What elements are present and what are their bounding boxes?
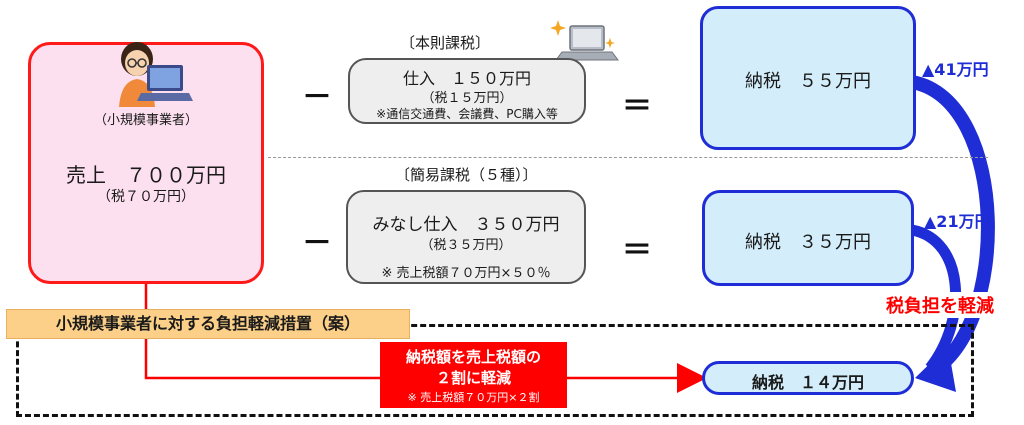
equals-sign-standard: ＝ <box>622 89 652 124</box>
section-divider <box>268 157 988 158</box>
seller-box: （小規模事業者） 売上 ７００万円 （税７０万円） <box>28 42 264 284</box>
reduction-simplified: ▲21万円 <box>924 212 991 231</box>
measure-box: 納税額を売上税額の ２割に軽減 ※ 売上税額７０万円×２割 <box>380 342 567 408</box>
simplified-result: 納税 ３５万円 <box>745 232 871 253</box>
seller-sales: 売上 ７００万円 <box>66 163 226 187</box>
measure-result-box: 納税 １４万円 <box>702 361 914 395</box>
standard-title: 〔本則課税〕 <box>400 34 491 52</box>
measure-box-line2: ２割に軽減 <box>435 369 511 387</box>
seller-role: （小規模事業者） <box>93 113 198 128</box>
simplified-note: ※ 売上税額７０万円×５０％ <box>381 266 551 281</box>
simplified-purchase-box: みなし仕入 ３５０万円 （税３５万円） ※ 売上税額７０万円×５０％ <box>346 190 586 284</box>
simplified-purchase-tax: （税３５万円） <box>420 238 512 253</box>
minus-sign-standard: － <box>302 80 332 115</box>
blue-arrow-small <box>910 224 962 372</box>
seller-sales-tax: （税７０万円） <box>97 189 195 205</box>
minus-sign-simplified: － <box>302 226 332 261</box>
blue-arrow-large <box>910 75 995 379</box>
burden-reduction-label: 税負担を軽減 <box>884 292 996 318</box>
standard-purchase-box: 仕入 １５０万円 （税１５万円） ※通信交通費、会議費、PC購入等 <box>348 58 586 124</box>
standard-result-box: 納税 ５５万円 <box>700 6 916 150</box>
blue-arrowhead <box>915 346 956 392</box>
measure-label-text: 小規模事業者に対する負担軽減措置（案） <box>55 314 360 333</box>
equals-sign-simplified: ＝ <box>622 233 652 268</box>
measure-label: 小規模事業者に対する負担軽減措置（案） <box>6 309 410 339</box>
measure-result: 納税 １４万円 <box>751 373 864 392</box>
standard-note: ※通信交通費、会議費、PC購入等 <box>376 107 558 121</box>
simplified-result-box: 納税 ３５万円 <box>702 190 914 286</box>
simplified-title: 〔簡易課税（５種）〕 <box>395 166 538 184</box>
standard-purchase-tax: （税１５万円） <box>421 91 513 106</box>
simplified-purchase: みなし仕入 ３５０万円 <box>372 215 560 235</box>
standard-result: 納税 ５５万円 <box>745 71 871 92</box>
person-at-laptop-icon <box>119 42 193 107</box>
measure-box-note: ※ 売上税額７０万円×２割 <box>407 391 540 404</box>
measure-box-line1: 納税額を売上税額の <box>405 348 541 366</box>
measure-frame <box>16 324 974 417</box>
reduction-standard: ▲41万円 <box>922 60 989 79</box>
standard-purchase: 仕入 １５０万円 <box>402 69 531 88</box>
